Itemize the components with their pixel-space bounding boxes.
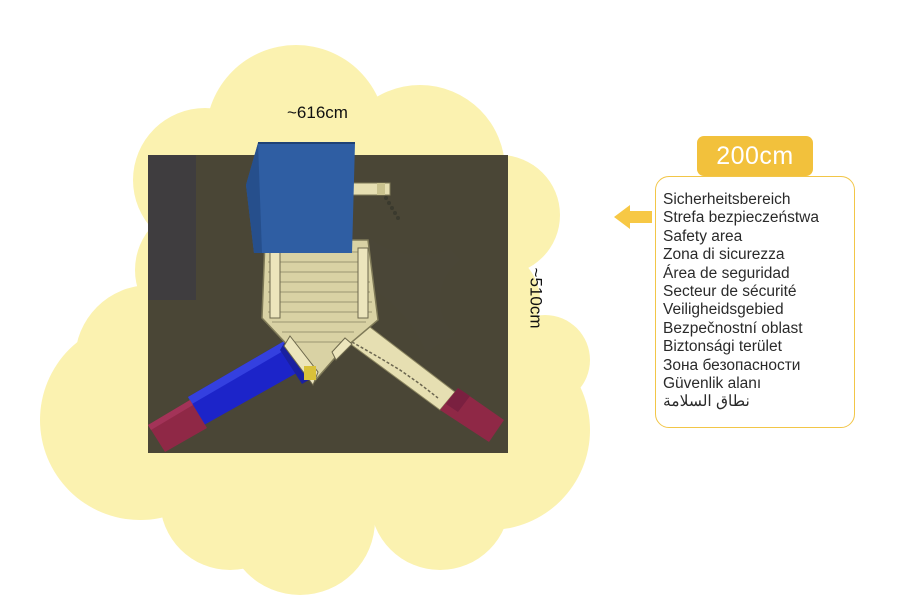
safety-area-legend: Sicherheitsbereich Strefa bezpieczeństwa… [655, 176, 855, 428]
safety-label-cs: Bezpečnostní oblast [663, 319, 803, 337]
tower-deck [261, 239, 379, 387]
safety-label-tr: Güvenlik alanı [663, 375, 762, 393]
depth-dimension-label: ~510cm [526, 267, 546, 329]
width-dimension-label: ~616cm [287, 103, 348, 122]
blue-slide-end [148, 400, 207, 452]
safety-label-hu: Biztonsági terület [663, 338, 782, 356]
side-arm [349, 182, 400, 220]
safety-area-label-list: Sicherheitsbereich Strefa bezpieczeństwa… [663, 191, 854, 412]
safety-label-nl: Veiligheidsgebied [663, 301, 784, 319]
arrow-left-icon [614, 205, 652, 229]
ramp-end [440, 388, 504, 442]
ground-shadow-edge [148, 155, 196, 300]
safety-label-de: Sicherheitsbereich [663, 191, 791, 208]
safety-label-ar: نطاق السلامة [663, 393, 750, 411]
tower-roof [246, 142, 355, 253]
safety-label-fr: Secteur de sécurité [663, 283, 797, 301]
safety-label-pl: Strefa bezpieczeństwa [663, 209, 819, 227]
safety-label-en: Safety area [663, 227, 743, 245]
safety-distance-badge: 200cm [697, 136, 813, 176]
safety-label-it: Zona di sicurezza [663, 246, 785, 264]
safety-label-ru: Зона безопасности [663, 356, 801, 374]
safety-label-es: Área de seguridad [663, 264, 790, 282]
